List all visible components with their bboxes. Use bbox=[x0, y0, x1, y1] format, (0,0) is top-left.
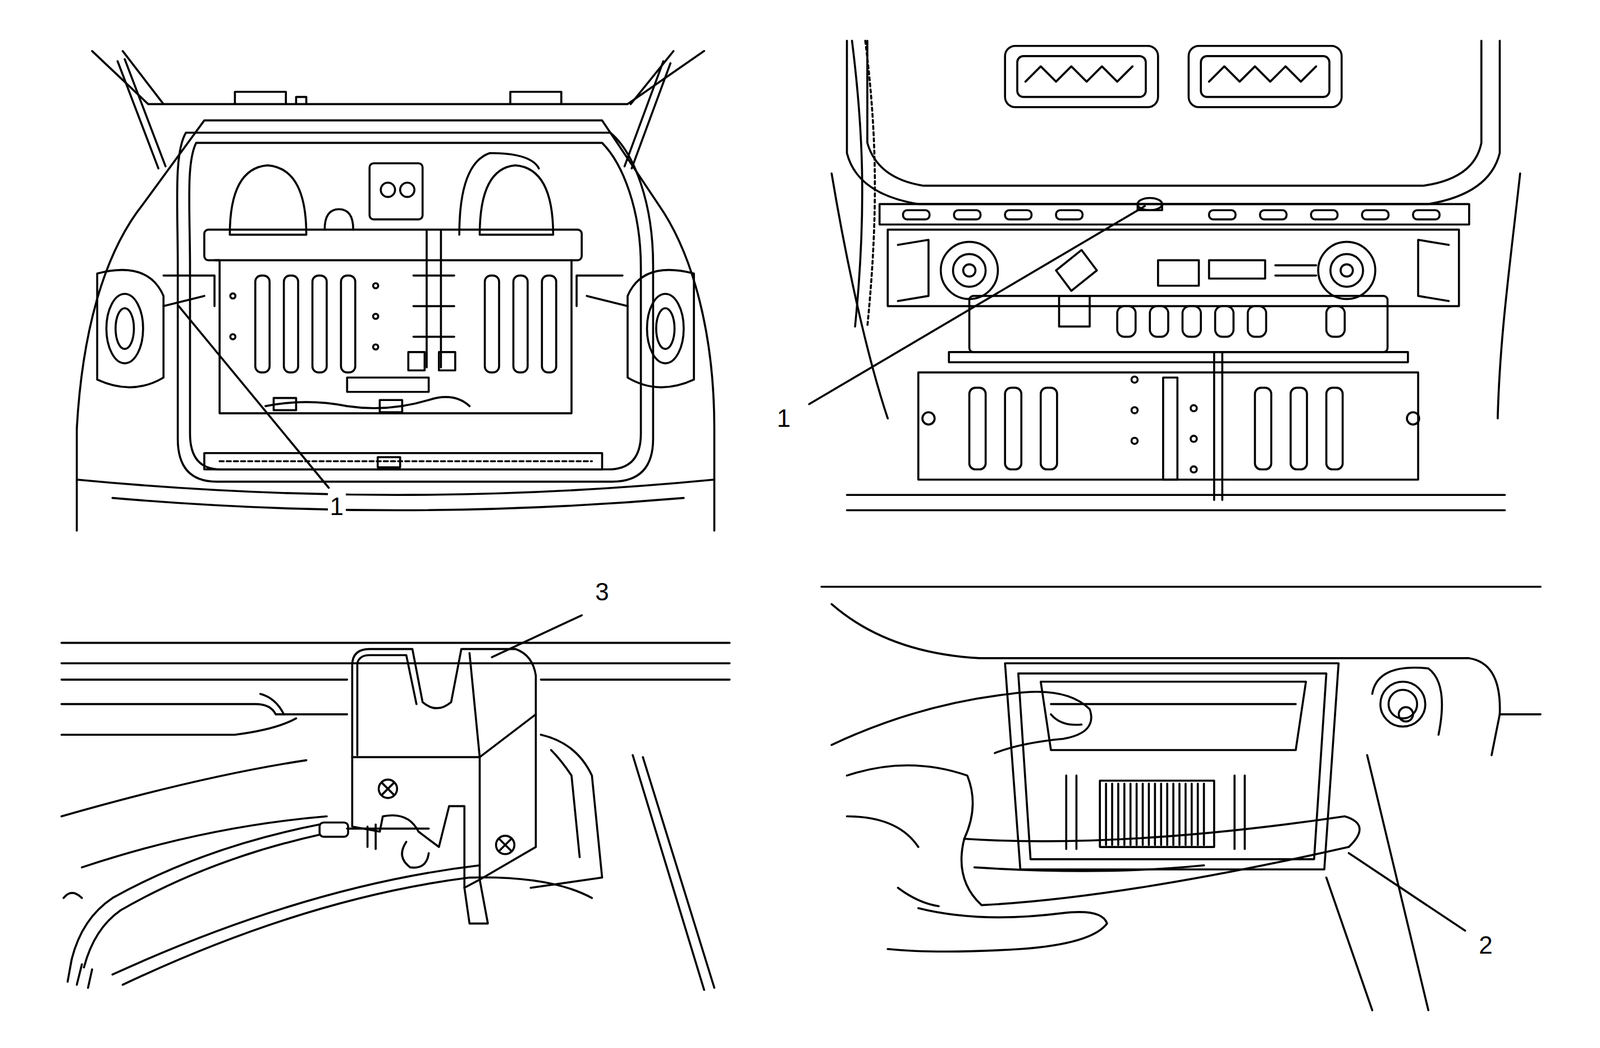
callout-number: 1 bbox=[774, 404, 793, 432]
hatch-rear-view bbox=[76, 51, 715, 531]
leader-line bbox=[491, 615, 582, 657]
leader-line bbox=[178, 305, 329, 488]
drawer-view bbox=[821, 586, 1541, 1010]
callout-number: 1 bbox=[327, 492, 346, 520]
callout-number: 3 bbox=[592, 578, 611, 606]
leader-line bbox=[808, 206, 1145, 404]
latch-view bbox=[61, 642, 730, 990]
leader-line bbox=[1349, 852, 1466, 931]
seatback-view bbox=[831, 40, 1520, 511]
callout-number: 2 bbox=[1476, 931, 1495, 959]
